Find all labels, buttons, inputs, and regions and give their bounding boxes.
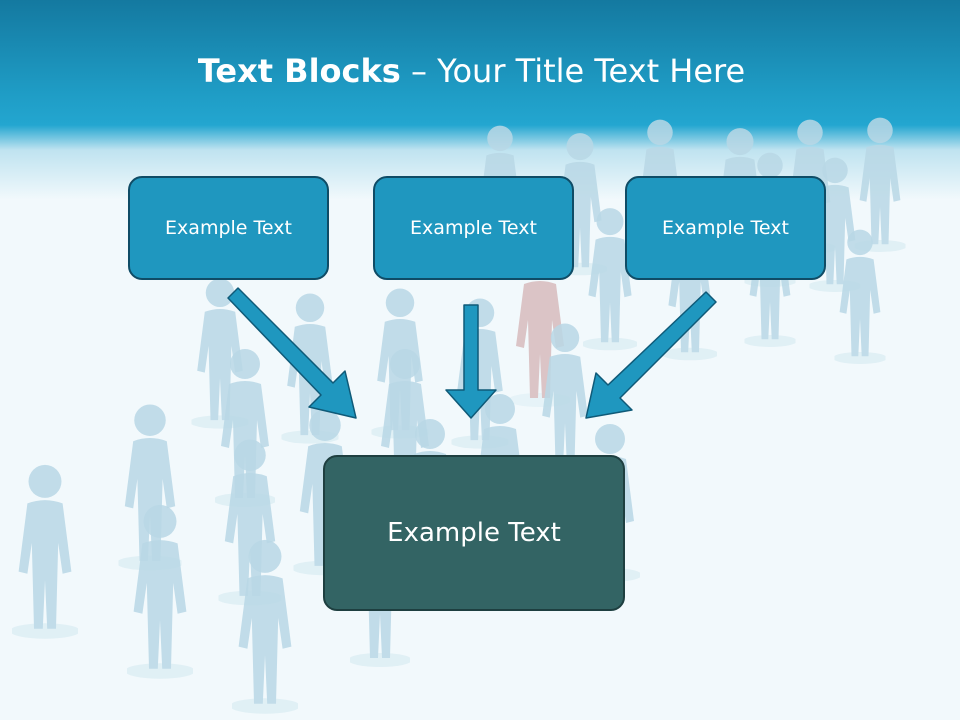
text-block-2-label: Example Text — [410, 217, 537, 239]
text-block-3-label: Example Text — [662, 217, 789, 239]
page-title: Text Blocks – Your Title Text Here — [0, 52, 943, 90]
main-text-block[interactable]: Example Text — [323, 455, 625, 611]
title-bold: Text Blocks — [197, 52, 401, 90]
text-block-2[interactable]: Example Text — [373, 176, 574, 280]
arrow-down-icon — [227, 287, 357, 419]
text-block-3[interactable]: Example Text — [625, 176, 826, 280]
title-rest: Your Title Text Here — [437, 52, 746, 90]
title-dash: – — [400, 52, 438, 90]
arrow-down-icon — [585, 291, 717, 419]
arrow-down-icon — [445, 304, 497, 419]
main-text-block-label: Example Text — [387, 518, 561, 548]
text-block-1-label: Example Text — [165, 217, 292, 239]
text-block-1[interactable]: Example Text — [128, 176, 329, 280]
